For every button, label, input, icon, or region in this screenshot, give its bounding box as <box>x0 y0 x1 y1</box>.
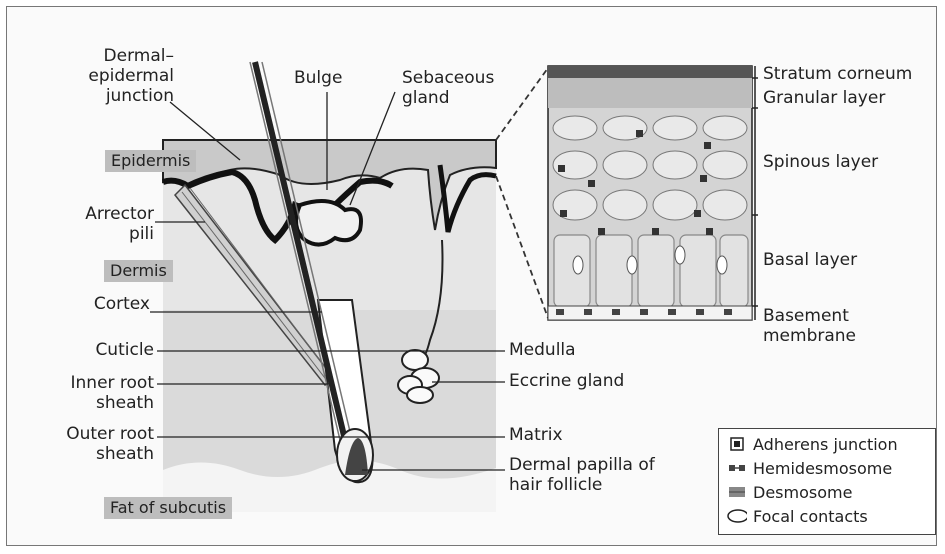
label-dermal-papilla: Dermal papilla of hair follicle <box>509 455 655 495</box>
sebaceous-gland <box>296 201 361 245</box>
label-bulge: Bulge <box>294 68 342 88</box>
zoom-lines <box>496 68 548 318</box>
label-matrix: Matrix <box>509 425 563 445</box>
label-fat-of-subcutis: Fat of subcutis <box>104 497 232 519</box>
legend: Adherens junction Hemidesmosome Desmosom… <box>718 428 936 535</box>
label-outer-root-sheath: Outer root sheath <box>44 424 154 464</box>
label-eccrine-gland: Eccrine gland <box>509 371 624 391</box>
label-line: Dermal– <box>64 46 174 66</box>
label-basement-membrane: Basement membrane <box>763 306 856 346</box>
label-line: gland <box>402 88 494 108</box>
label-arrector-pili: Arrector pili <box>44 204 154 244</box>
legend-item-hemidesmosome: Hemidesmosome <box>727 457 892 479</box>
label-granular-layer: Granular layer <box>763 88 885 108</box>
adherens-junction-icon <box>727 437 747 451</box>
label-line: Basement <box>763 306 856 326</box>
legend-label: Adherens junction <box>753 435 898 454</box>
label-spinous-layer: Spinous layer <box>763 152 878 172</box>
label-line: junction <box>64 86 174 106</box>
label-epidermis: Epidermis <box>105 150 196 172</box>
label-line: epidermal <box>64 66 174 86</box>
legend-label: Desmosome <box>753 483 852 502</box>
label-cuticle: Cuticle <box>44 340 154 360</box>
legend-item-adherens: Adherens junction <box>727 433 898 455</box>
label-line: Inner root <box>44 373 154 393</box>
label-sebaceous-gland: Sebaceous gland <box>402 68 494 108</box>
legend-item-desmosome: Desmosome <box>727 481 852 503</box>
label-line: sheath <box>44 444 154 464</box>
label-line: pili <box>44 224 154 244</box>
desmosome-icon <box>727 485 747 499</box>
epidermis-inset <box>548 66 752 320</box>
label-dermal-epidermal-junction: Dermal– epidermal junction <box>64 46 174 106</box>
label-basal-layer: Basal layer <box>763 250 857 270</box>
label-line: Sebaceous <box>402 68 494 88</box>
label-line: Outer root <box>44 424 154 444</box>
layer-bracket <box>752 66 758 320</box>
label-stratum-corneum: Stratum corneum <box>763 64 912 84</box>
focal-contacts-icon <box>727 509 747 523</box>
label-line: hair follicle <box>509 475 655 495</box>
label-cortex: Cortex <box>40 294 150 314</box>
label-line: membrane <box>763 326 856 346</box>
legend-label: Focal contacts <box>753 507 868 526</box>
label-line: Arrector <box>44 204 154 224</box>
legend-item-focal: Focal contacts <box>727 505 868 527</box>
label-line: Dermal papilla of <box>509 455 655 475</box>
label-dermis: Dermis <box>104 260 173 282</box>
label-inner-root-sheath: Inner root sheath <box>44 373 154 413</box>
hemidesmosome-icon <box>727 461 747 475</box>
label-line: sheath <box>44 393 154 413</box>
label-medulla: Medulla <box>509 340 576 360</box>
legend-label: Hemidesmosome <box>753 459 892 478</box>
